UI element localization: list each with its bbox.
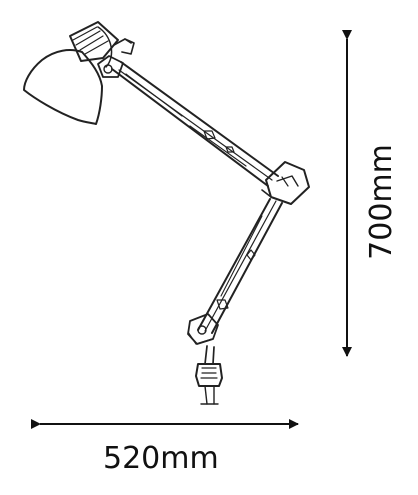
width-dimension-label: 520mm <box>103 441 219 476</box>
height-dimension-label: 700mm <box>364 144 399 260</box>
desk-lamp-sketch-icon <box>23 21 310 405</box>
